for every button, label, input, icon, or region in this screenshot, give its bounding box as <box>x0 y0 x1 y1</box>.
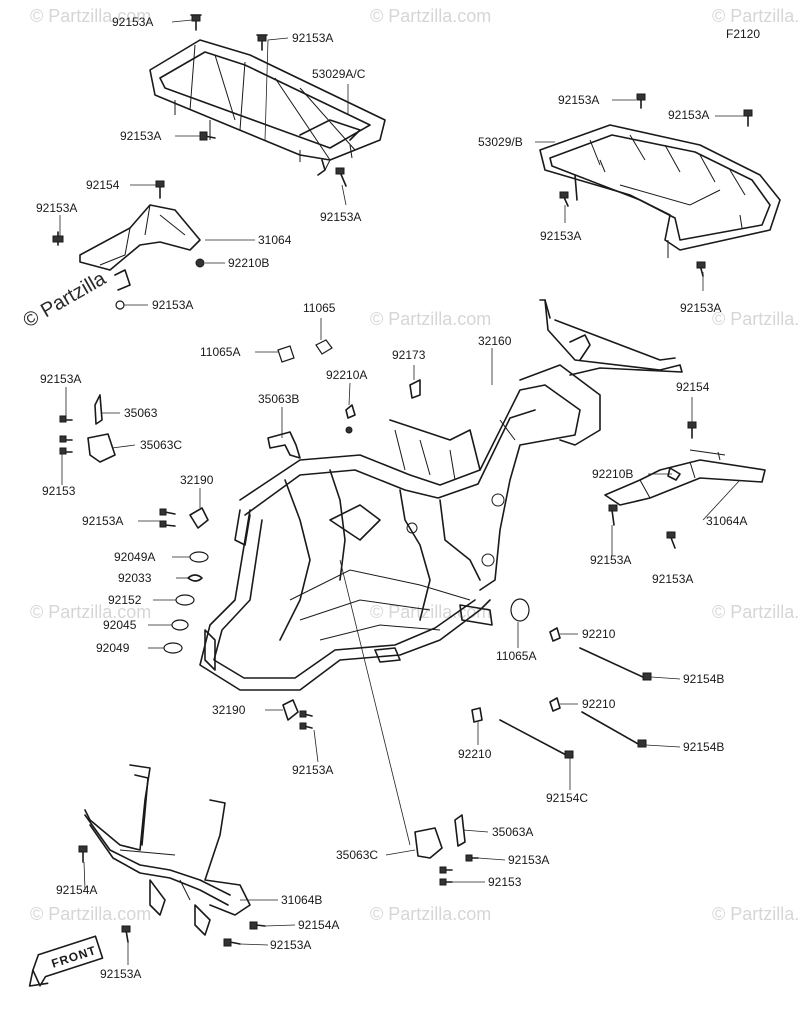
watermark: © Partzilla.com <box>30 6 151 26</box>
part-label: 35063A <box>492 825 533 839</box>
rear-carrier-illustration <box>149 39 386 176</box>
part-label: 92153A <box>292 31 333 45</box>
watermark: © Partzilla.com <box>30 904 151 924</box>
part-label: 92154 <box>676 380 710 394</box>
part-label: 32160 <box>478 334 512 348</box>
watermark: © Partzilla.com <box>712 904 800 924</box>
watermark: © Partzilla.com <box>370 6 491 26</box>
part-label: 35063C <box>336 848 378 862</box>
part-label: 92049 <box>96 641 130 655</box>
front-bumper-illustration <box>84 764 251 936</box>
part-label: 92153A <box>82 514 123 528</box>
part-label: 32190 <box>212 703 246 717</box>
part-label: 92153A <box>652 572 693 586</box>
watermark: © Partzilla.com <box>712 6 800 26</box>
part-label: 92153 <box>42 484 76 498</box>
part-label: 92154C <box>546 791 588 805</box>
front-carrier-illustration <box>539 124 781 258</box>
part-label: 31064A <box>706 514 747 528</box>
watermark: © Partzilla.com <box>370 904 491 924</box>
watermark: © Partzilla.com <box>712 602 800 622</box>
part-label: 35063C <box>140 438 182 452</box>
part-label: 92152 <box>108 593 142 607</box>
part-label: 92210 <box>458 747 492 761</box>
part-label: 92154 <box>86 178 120 192</box>
watermark: © Partzilla.com <box>370 309 491 329</box>
watermark-layer: © Partzilla.com © Partzilla.com © Partzi… <box>20 6 800 924</box>
watermark: © Partzilla.com <box>30 602 151 622</box>
watermark: © Partzilla.com <box>370 602 491 622</box>
part-label: 92153A <box>540 229 581 243</box>
part-label: 92153A <box>668 108 709 122</box>
part-label: 92153A <box>36 201 77 215</box>
part-label: 31064 <box>258 233 292 247</box>
part-label: 92153A <box>558 93 599 107</box>
callout-labels: 92153A 92153A 53029A/C 92153A 92154 9215… <box>36 15 747 981</box>
part-label: 92153A <box>292 763 333 777</box>
part-label: 92153A <box>152 298 193 312</box>
leader-lines <box>59 19 746 965</box>
part-label: 31064B <box>281 893 322 907</box>
part-label: 92033 <box>118 571 152 585</box>
part-label: 92049A <box>114 550 155 564</box>
figure-code: F2120 <box>726 27 760 41</box>
part-label: 32190 <box>180 473 214 487</box>
part-label: 11065 <box>303 301 336 315</box>
part-label: 11065A <box>200 345 240 359</box>
part-label: 92154A <box>56 883 97 897</box>
part-label: 92153A <box>112 15 153 29</box>
part-label: 92153A <box>120 129 161 143</box>
part-label: 92210B <box>592 467 633 481</box>
part-label: 92153 <box>488 875 522 889</box>
watermark: © Partzilla.com <box>712 309 800 329</box>
part-label: 92153A <box>100 967 141 981</box>
part-label: 11065A <box>496 649 536 663</box>
fasteners-illustration <box>52 14 766 947</box>
part-label: 92045 <box>103 618 137 632</box>
part-label: 92210 <box>582 627 616 641</box>
watermark-brand: © Partzilla <box>20 267 111 332</box>
part-label: 92173 <box>392 348 426 362</box>
part-label: 92153A <box>590 553 631 567</box>
part-label: 92210 <box>582 697 616 711</box>
part-label: 92154B <box>683 672 724 686</box>
part-label: 92210A <box>326 368 367 382</box>
part-label: 92153A <box>40 372 81 386</box>
part-label: 92154B <box>683 740 724 754</box>
rear-bracket-illustration <box>79 204 201 291</box>
part-label: 92153A <box>508 853 549 867</box>
part-label: 53029A/C <box>312 67 366 81</box>
part-label: 92210B <box>228 256 269 270</box>
main-frame-illustration <box>199 299 683 691</box>
part-label: 92153A <box>270 938 311 952</box>
part-label: 92154A <box>298 918 339 932</box>
part-label: 53029/B <box>478 135 523 149</box>
front-direction-badge: FRONT <box>28 935 104 987</box>
part-label: 92153A <box>320 210 361 224</box>
part-label: 35063 <box>124 406 158 420</box>
front-badge-label: FRONT <box>50 943 98 971</box>
part-label: 35063B <box>258 392 299 406</box>
part-label: 92153A <box>680 301 721 315</box>
